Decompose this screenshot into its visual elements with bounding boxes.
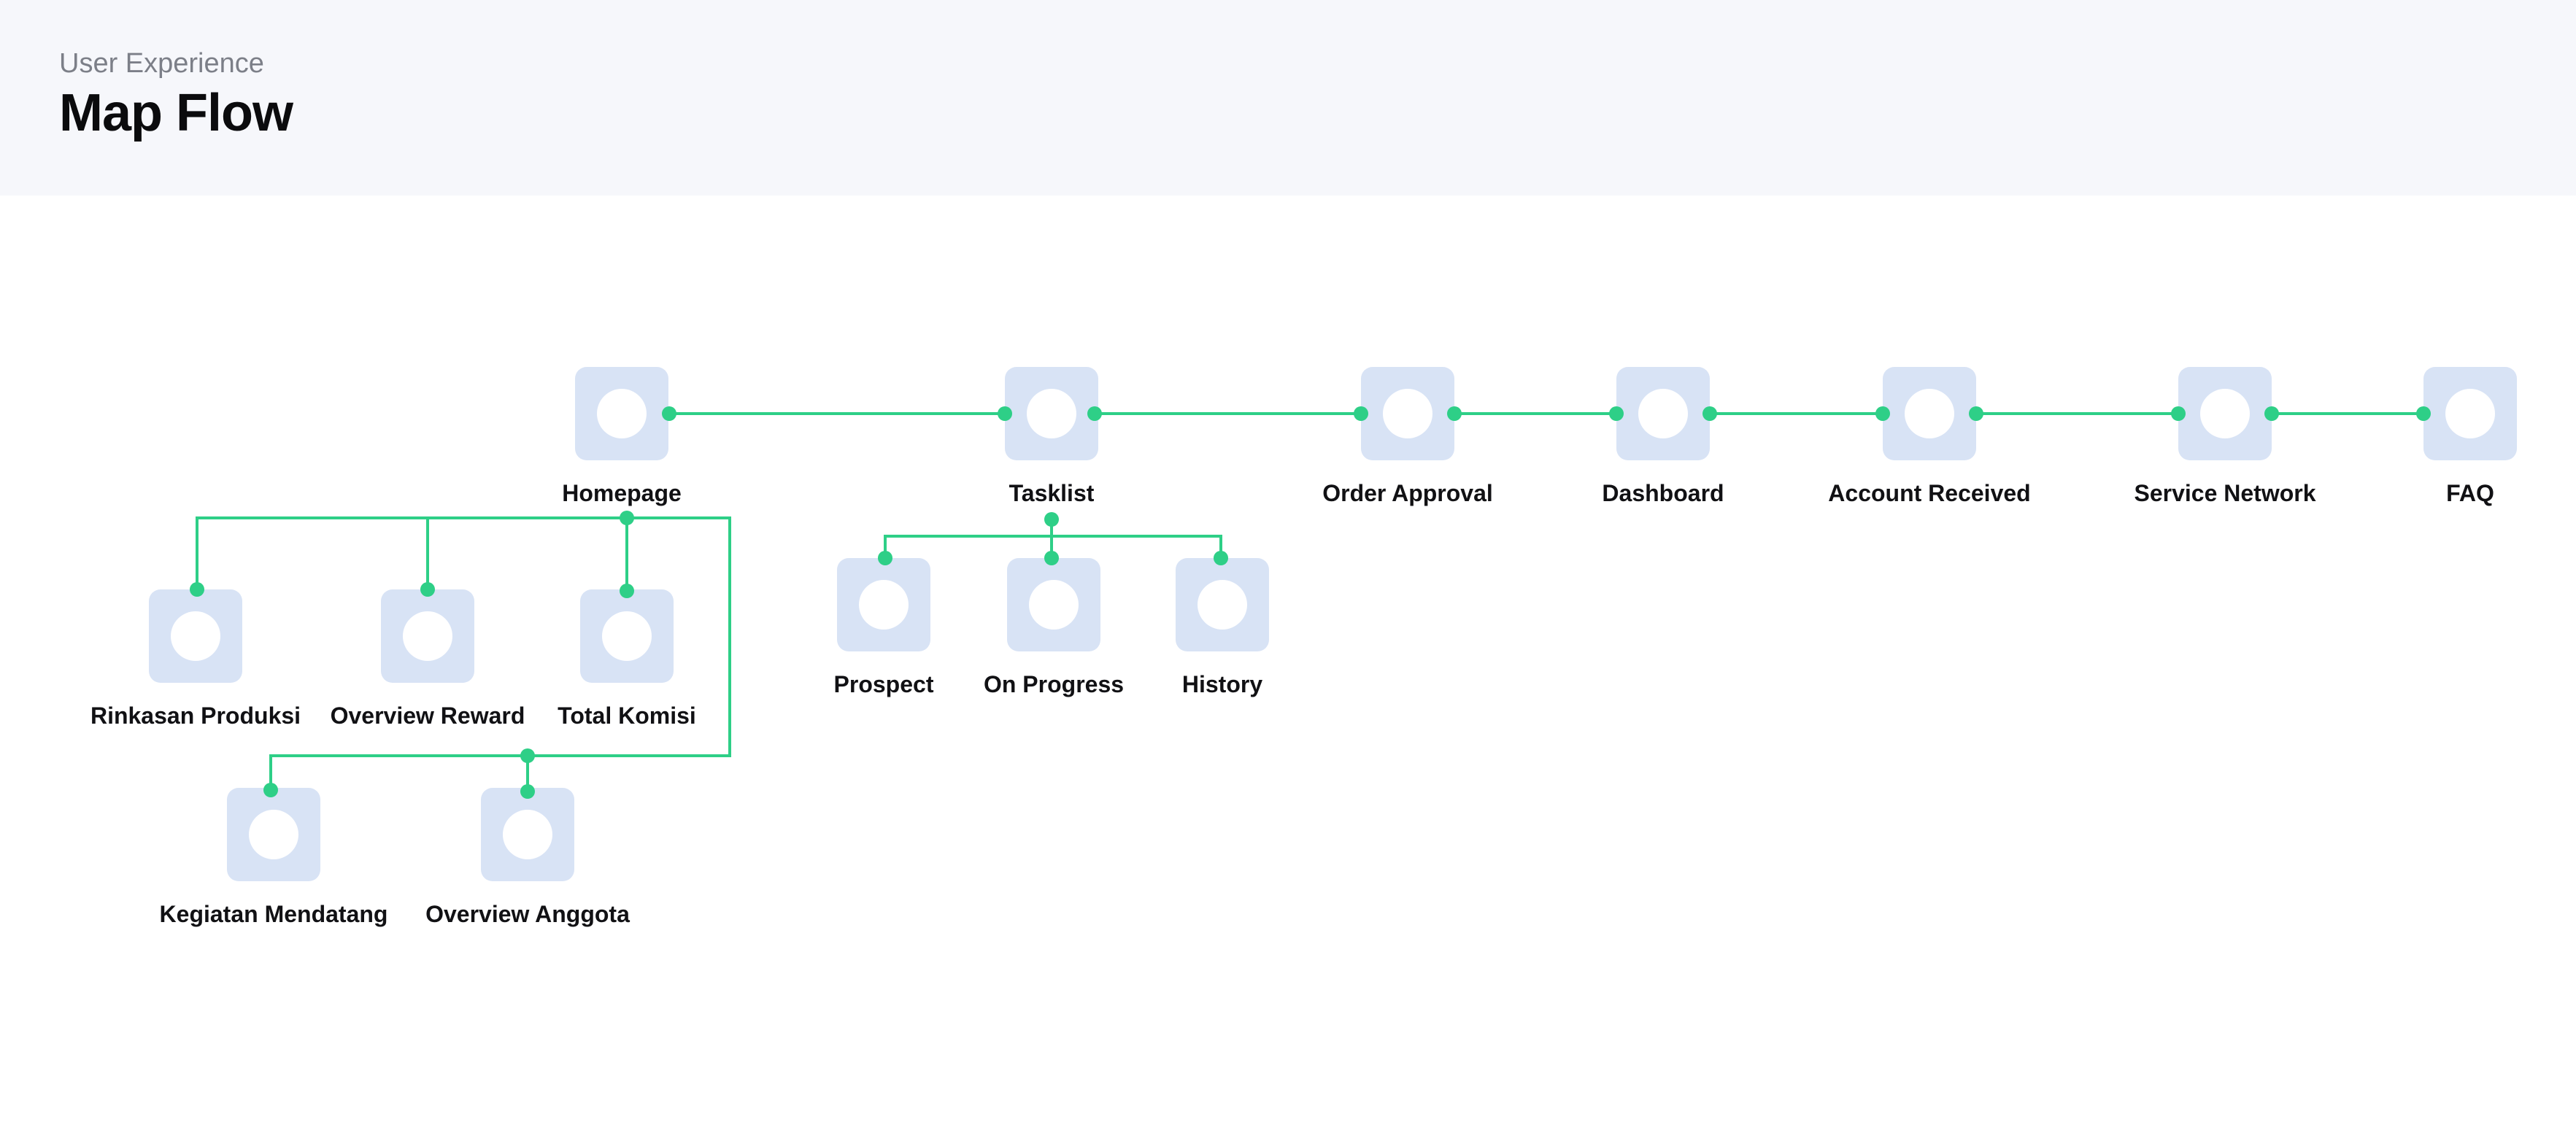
connector-dot	[662, 406, 676, 421]
connector-dot	[1044, 551, 1059, 565]
label-overview-anggota: Overview Anggota	[425, 901, 630, 927]
label-overview-reward: Overview Reward	[331, 702, 525, 729]
page-header: User Experience Map Flow	[0, 0, 2576, 196]
node-labels: Homepage Tasklist Order Approval Dashboa…	[90, 480, 2494, 927]
connector-dot	[620, 584, 634, 598]
connector-dot	[520, 748, 535, 763]
connector-dot	[878, 551, 892, 565]
card-circle	[859, 580, 909, 630]
label-service-network: Service Network	[2134, 480, 2315, 506]
connector-dot	[1969, 406, 1983, 421]
card-circle	[1029, 580, 1079, 630]
connector-dot	[1702, 406, 1717, 421]
connector-dot	[520, 784, 535, 799]
connector-dot	[263, 783, 278, 797]
label-tasklist: Tasklist	[1009, 480, 1095, 506]
card-circle	[249, 810, 298, 859]
card-circle	[1905, 389, 1954, 438]
label-dashboard: Dashboard	[1602, 480, 1724, 506]
card-circle	[2445, 389, 2495, 438]
node-overview-reward[interactable]	[381, 589, 474, 683]
node-history[interactable]	[1176, 558, 1269, 651]
connector-history	[1052, 535, 1222, 558]
connector-dot	[2416, 406, 2431, 421]
card-circle	[1638, 389, 1688, 438]
connector-dot	[420, 582, 435, 597]
connector-dot	[1447, 406, 1462, 421]
node-dashboard[interactable]	[1616, 367, 1710, 460]
label-on-progress: On Progress	[984, 671, 1124, 697]
card-circle	[597, 389, 647, 438]
connector-dot	[1214, 551, 1228, 565]
label-prospect: Prospect	[834, 671, 934, 697]
node-kegiatan-mendatang[interactable]	[227, 788, 320, 881]
node-overview-anggota[interactable]	[481, 788, 574, 881]
connector-dot	[1609, 406, 1624, 421]
card-circle	[1198, 580, 1247, 630]
card-circle	[1027, 389, 1076, 438]
connector-dot	[2264, 406, 2279, 421]
card-circle	[602, 611, 652, 661]
connector-dot	[1875, 406, 1890, 421]
connector-dot	[620, 511, 634, 525]
card-circle	[1383, 389, 1432, 438]
page-title: Map Flow	[59, 84, 293, 142]
node-prospect[interactable]	[837, 558, 930, 651]
connectors	[196, 412, 2423, 791]
card-circle	[2200, 389, 2250, 438]
label-homepage: Homepage	[562, 480, 682, 506]
node-homepage[interactable]	[575, 367, 668, 460]
label-account-received: Account Received	[1828, 480, 2030, 506]
label-kegiatan-mendatang: Kegiatan Mendatang	[160, 901, 388, 927]
label-rinkasan-produksi: Rinkasan Produksi	[90, 702, 301, 729]
label-faq: FAQ	[2446, 480, 2494, 506]
node-service-network[interactable]	[2178, 367, 2272, 460]
node-on-progress[interactable]	[1007, 558, 1100, 651]
connector-dot	[998, 406, 1012, 421]
label-history: History	[1182, 671, 1262, 697]
connector-dot	[1354, 406, 1368, 421]
connector-tasklist-children	[884, 519, 1053, 558]
connector-dot	[1087, 406, 1102, 421]
node-rinkasan-produksi[interactable]	[149, 589, 242, 683]
node-tasklist[interactable]	[1005, 367, 1098, 460]
card-circle	[403, 611, 452, 661]
connector-dot	[2171, 406, 2186, 421]
connector-dot	[1044, 512, 1059, 527]
card-circle	[171, 611, 220, 661]
card-circle	[503, 810, 552, 859]
node-cards	[149, 367, 2517, 881]
connector-dot	[190, 582, 204, 597]
node-total-komisi[interactable]	[580, 589, 674, 683]
connector-dots	[190, 406, 2431, 799]
label-order-approval: Order Approval	[1322, 480, 1493, 506]
node-order-approval[interactable]	[1361, 367, 1454, 460]
node-account-received[interactable]	[1883, 367, 1976, 460]
page-eyebrow: User Experience	[59, 48, 264, 79]
connector-homepage-children	[196, 516, 731, 790]
node-faq[interactable]	[2423, 367, 2517, 460]
label-total-komisi: Total Komisi	[558, 702, 696, 729]
